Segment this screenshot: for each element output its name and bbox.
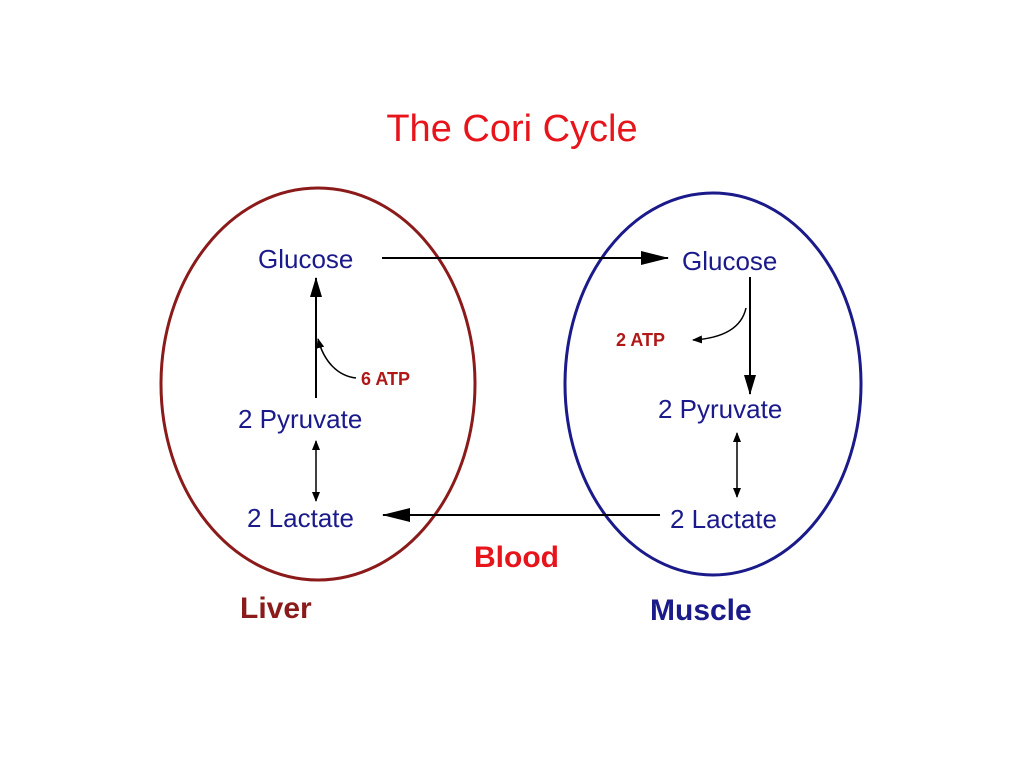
liver-lactate: 2 Lactate: [247, 503, 354, 533]
diagram-title: The Cori Cycle: [386, 108, 637, 150]
liver-pyruvate: 2 Pyruvate: [238, 404, 362, 434]
muscle-lactate: 2 Lactate: [670, 504, 777, 534]
muscle-label: Muscle: [650, 594, 752, 627]
liver-atp: 6 ATP: [361, 369, 410, 389]
muscle-pyruvate: 2 Pyruvate: [658, 394, 782, 424]
liver-glucose: Glucose: [258, 244, 353, 274]
arrow-liver-atp-input: [316, 338, 357, 379]
muscle-glucose: Glucose: [682, 246, 777, 276]
arrow-muscle-atp-output: [692, 307, 747, 344]
liver-compartment: [159, 186, 477, 582]
liver-label: Liver: [240, 592, 312, 625]
muscle-compartment: [563, 191, 863, 577]
blood-label: Blood: [474, 541, 559, 574]
muscle-atp: 2 ATP: [616, 330, 665, 350]
